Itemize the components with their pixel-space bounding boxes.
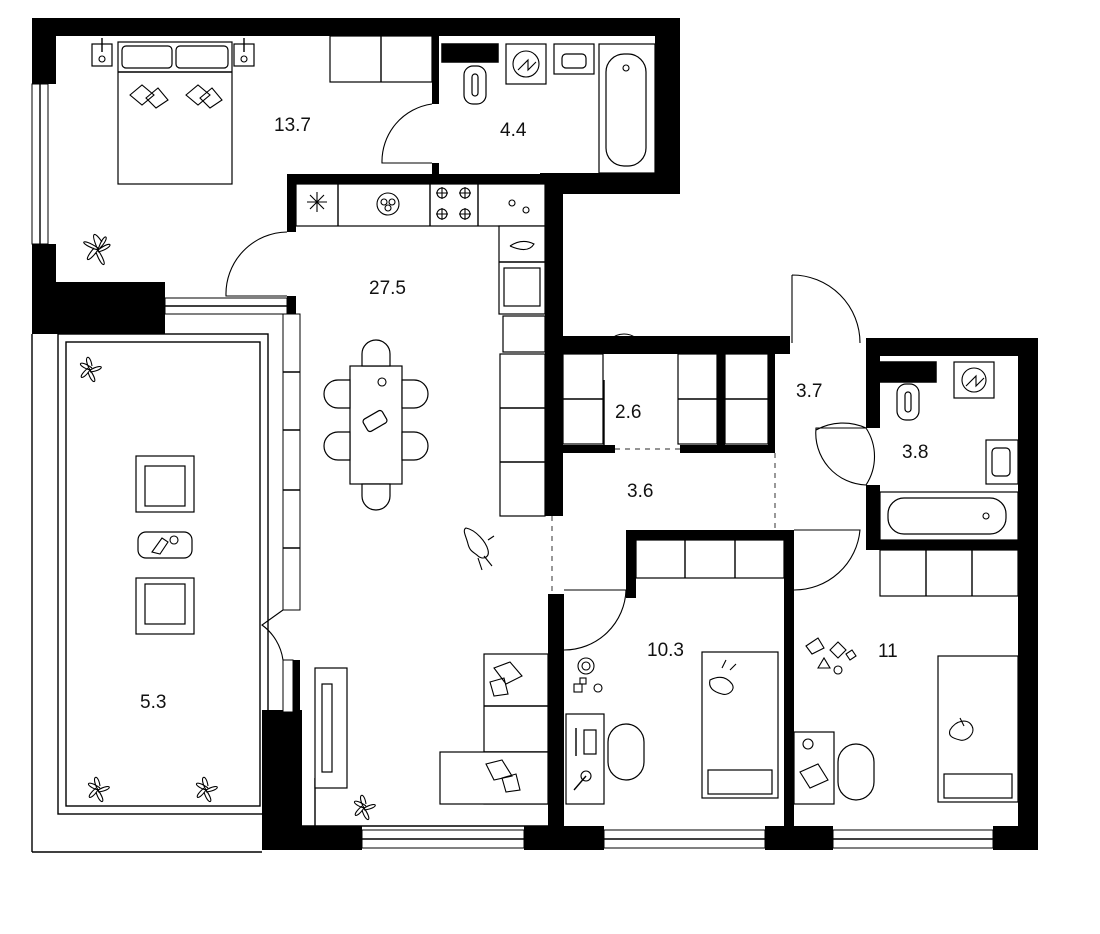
sink-icon	[985, 439, 1019, 485]
room-area-bathroom-1: 4.4	[500, 120, 527, 141]
toilet-icon	[896, 383, 920, 421]
room-area-corridor: 3.6	[627, 481, 653, 502]
door-swing-icon	[225, 103, 875, 661]
plant-icon	[83, 233, 111, 266]
tv-stand-icon	[314, 667, 348, 789]
room-labels: 13.7 4.4 27.5 2.6 3.7 3.8 3.6 10.3 11 5.…	[140, 115, 928, 713]
cat-icon	[463, 527, 495, 571]
bathtub-icon	[598, 43, 656, 174]
double-bed-icon	[117, 41, 233, 185]
room-area-loggia: 5.3	[140, 692, 166, 713]
sink-icon	[499, 199, 546, 517]
dishwasher-icon	[376, 192, 400, 216]
sink-icon	[553, 43, 595, 75]
nightstand-lamp-icon	[91, 38, 255, 67]
desk-icon	[793, 731, 875, 805]
toys-icon	[805, 637, 857, 675]
room-area-kids-room-2: 11	[878, 641, 898, 662]
room-area-bedroom: 13.7	[274, 115, 311, 136]
room-area-hall-entry: 3.7	[796, 381, 822, 402]
washing-machine-icon	[505, 43, 547, 85]
wardrobe-icon	[329, 35, 433, 83]
room-area-kids-room-1: 10.3	[647, 640, 684, 661]
room-area-storage: 2.6	[615, 402, 641, 423]
coffee-table-icon	[137, 531, 193, 559]
fridge-icon	[307, 192, 327, 212]
washing-machine-icon	[953, 361, 995, 399]
sofa-icon	[439, 653, 549, 805]
cooktop-icon	[436, 187, 471, 220]
chair-icon	[323, 339, 429, 511]
zone-boundaries	[551, 448, 776, 594]
single-bed-icon	[937, 655, 1019, 803]
toilet-icon	[463, 65, 487, 105]
toys-icon	[573, 657, 603, 693]
thin-walls	[31, 83, 994, 853]
desk-icon	[565, 713, 645, 805]
plant-icon	[79, 356, 376, 821]
dining-table-icon	[349, 365, 403, 485]
bathtub-icon	[879, 491, 1019, 541]
armchair-icon	[135, 455, 195, 635]
room-area-bathroom-2: 3.8	[902, 442, 928, 463]
walls	[32, 18, 1038, 850]
wardrobe-icon	[562, 353, 1019, 597]
single-bed-icon	[701, 651, 779, 799]
room-area-kitchen-living: 27.5	[369, 278, 406, 299]
